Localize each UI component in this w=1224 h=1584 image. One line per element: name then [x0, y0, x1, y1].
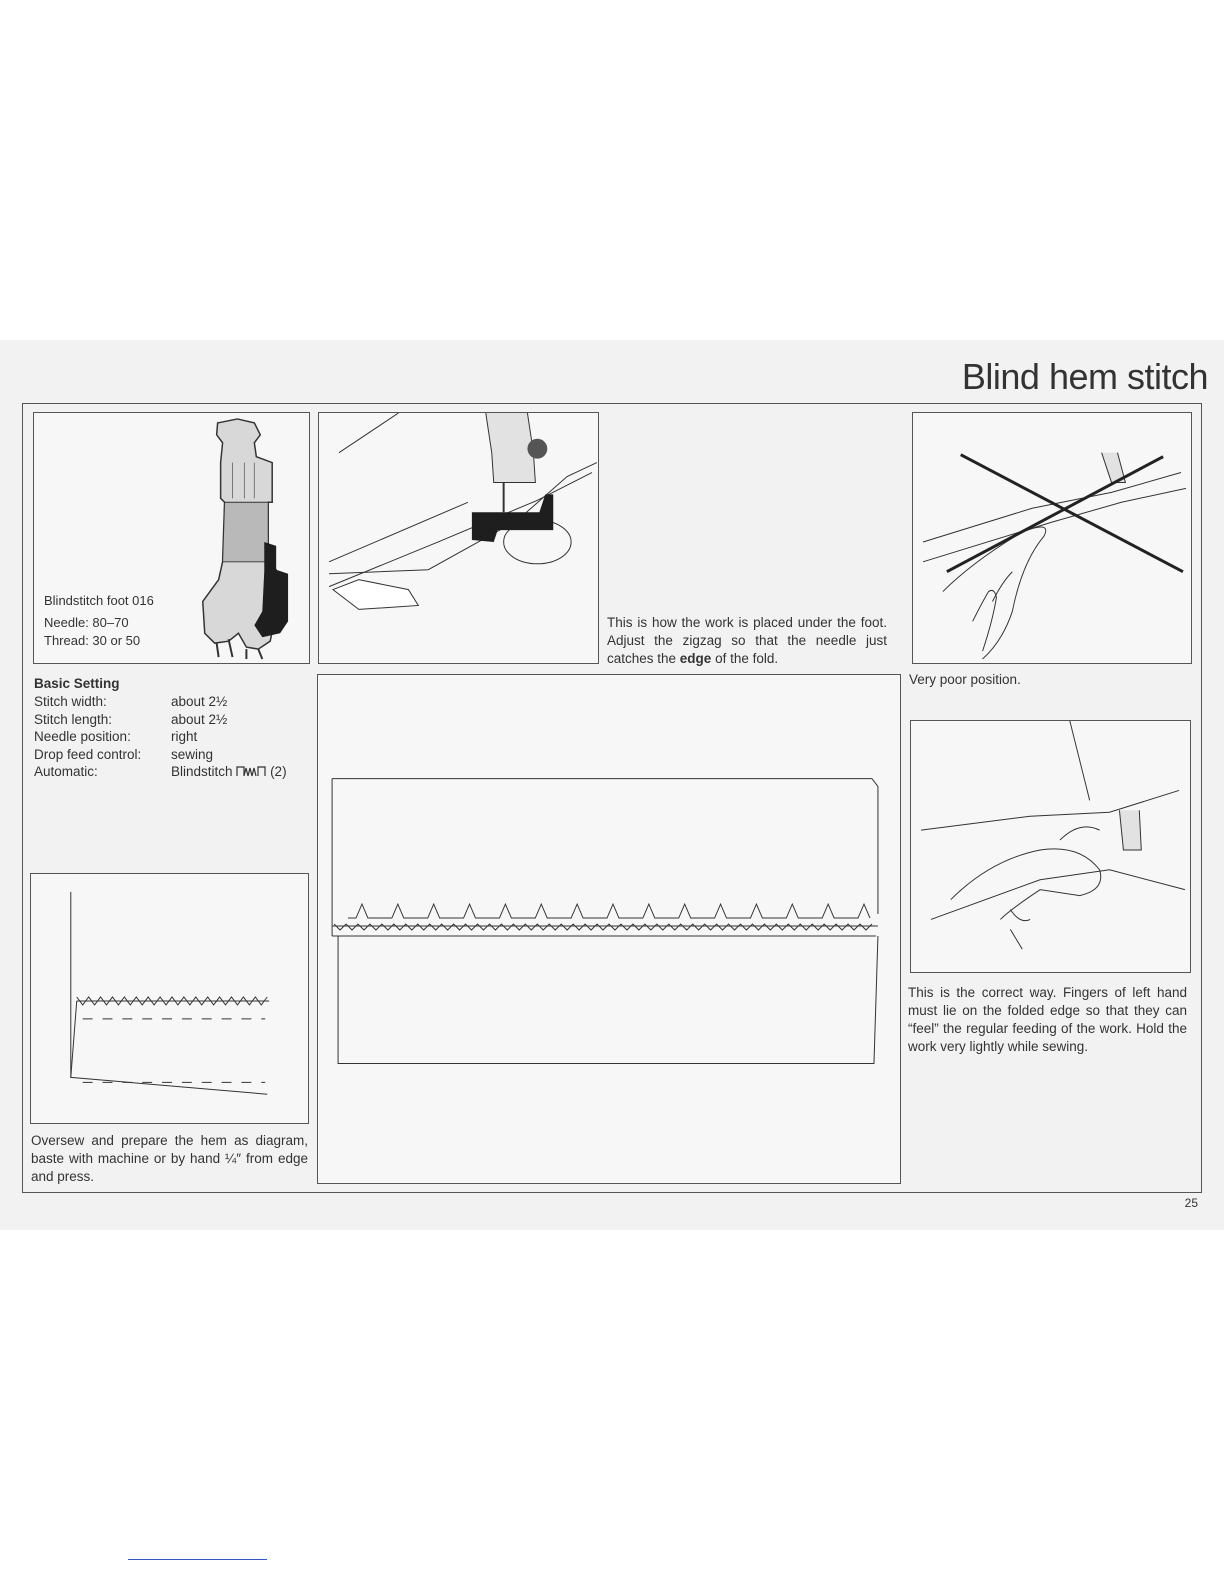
- setting-key: Needle position:: [34, 728, 171, 746]
- presser-foot-illustration: Blindstitch foot 016 Needle: 80–70 Threa…: [33, 412, 310, 664]
- setting-row-needle-position: Needle position:right: [34, 728, 287, 746]
- blindstitch-icon: [236, 764, 266, 782]
- needle-and-fold-drawing: [319, 413, 598, 663]
- placement-caption-emphasis: edge: [680, 651, 712, 666]
- page-number: 25: [1185, 1196, 1198, 1210]
- basic-setting-block: Basic Setting Stitch width:about 2½ Stit…: [34, 675, 287, 781]
- work-under-foot-illustration: [318, 412, 599, 664]
- page-title: Blind hem stitch: [962, 356, 1208, 398]
- setting-key: Stitch width:: [34, 693, 171, 711]
- setting-value: about 2½: [171, 693, 287, 711]
- basic-setting-table: Stitch width:about 2½ Stitch length:abou…: [34, 693, 287, 781]
- placement-caption: This is how the work is placed under the…: [607, 614, 887, 668]
- poor-position-illustration: [912, 412, 1192, 664]
- correct-position-illustration: [910, 720, 1191, 973]
- setting-value: Blindstitch: [171, 764, 233, 779]
- placement-caption-end: of the fold.: [711, 651, 778, 666]
- poor-position-caption: Very poor position.: [909, 671, 1021, 689]
- setting-value: sewing: [171, 746, 287, 764]
- correct-hand-drawing: [911, 721, 1190, 972]
- setting-key: Drop feed control:: [34, 746, 171, 764]
- foot-name-label: Blindstitch foot 016: [44, 591, 154, 611]
- setting-value-suffix: (2): [270, 764, 287, 779]
- setting-value: right: [171, 728, 287, 746]
- oversew-caption: Oversew and prepare the hem as diagram, …: [31, 1132, 308, 1186]
- setting-row-stitch-length: Stitch length:about 2½: [34, 711, 287, 729]
- oversewn-hem-drawing: [31, 874, 308, 1123]
- blind-hem-stitch-drawing: [318, 675, 900, 1183]
- crossed-out-hand-drawing: [913, 413, 1191, 663]
- bottom-link-underline: [128, 1559, 267, 1560]
- needle-spec-label: Needle: 80–70: [44, 613, 129, 633]
- basic-setting-heading: Basic Setting: [34, 675, 287, 693]
- setting-value: about 2½: [171, 711, 287, 729]
- blind-hem-diagram: [317, 674, 901, 1184]
- setting-row-stitch-width: Stitch width:about 2½: [34, 693, 287, 711]
- correct-way-caption: This is the correct way. Fingers of left…: [908, 984, 1187, 1056]
- setting-key: Automatic:: [34, 763, 171, 781]
- hem-preparation-diagram: [30, 873, 309, 1124]
- setting-value-automatic: Blindstitch (2): [171, 763, 287, 781]
- setting-row-drop-feed: Drop feed control:sewing: [34, 746, 287, 764]
- thread-spec-label: Thread: 30 or 50: [44, 631, 140, 651]
- setting-row-automatic: Automatic: Blindstitch (2): [34, 763, 287, 781]
- setting-key: Stitch length:: [34, 711, 171, 729]
